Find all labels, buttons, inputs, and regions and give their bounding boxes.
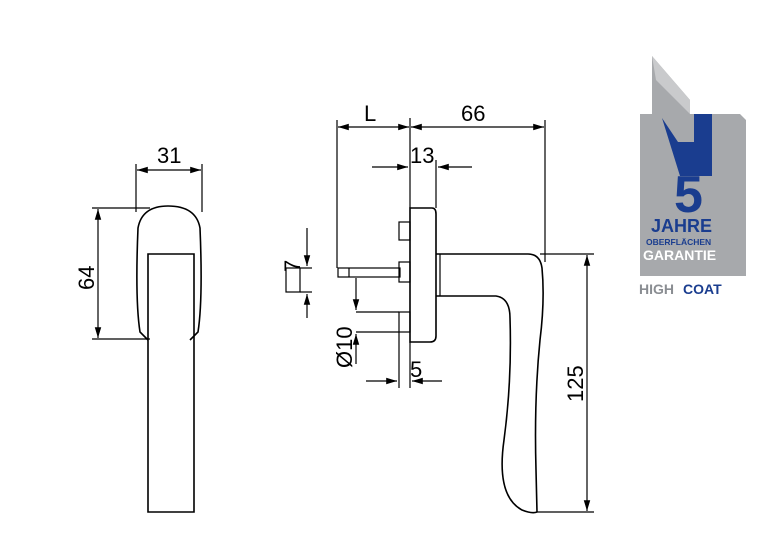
side-bottom-boss [398,311,411,333]
side-top-boss [398,221,411,241]
badge-number: 5 [674,166,703,224]
side-spindle-boss [398,261,411,283]
badge-garantie: GARANTIE [643,247,716,263]
dim-L-label: L [364,101,376,126]
front-view: 31 64 [74,143,203,513]
badge-fold-highlight [652,56,690,114]
side-view: 7 L 66 13 Ø10 5 125 [280,101,594,514]
square-7-symbol [285,267,301,293]
brand-coat: COAT [683,281,722,297]
guarantee-badge: 5 JAHRE OBERFLÄCHEN GARANTIE HIGH COAT [639,56,746,297]
side-rosette-plate [409,207,437,343]
dim-66-label: 66 [461,101,485,126]
dim-125-label: 125 [563,365,588,402]
side-spindle [337,267,401,278]
badge-oberflaechen: OBERFLÄCHEN [646,237,711,247]
dim-31-label: 31 [157,143,181,168]
dim-7-label: 7 [280,260,305,272]
badge-stripe-icon [662,114,712,176]
dim-13-label: 13 [410,143,434,168]
dim-10-label: Ø10 [332,326,357,368]
side-handle-neck [436,253,544,513]
front-rosette-outline [136,205,202,341]
front-handle-lever [147,253,195,513]
dim-5-label: 5 [410,357,422,382]
badge-jahre: JAHRE [651,216,712,236]
side-handle-lever [436,295,538,514]
brand-high: HIGH [639,281,674,297]
dim-64-label: 64 [74,266,99,290]
